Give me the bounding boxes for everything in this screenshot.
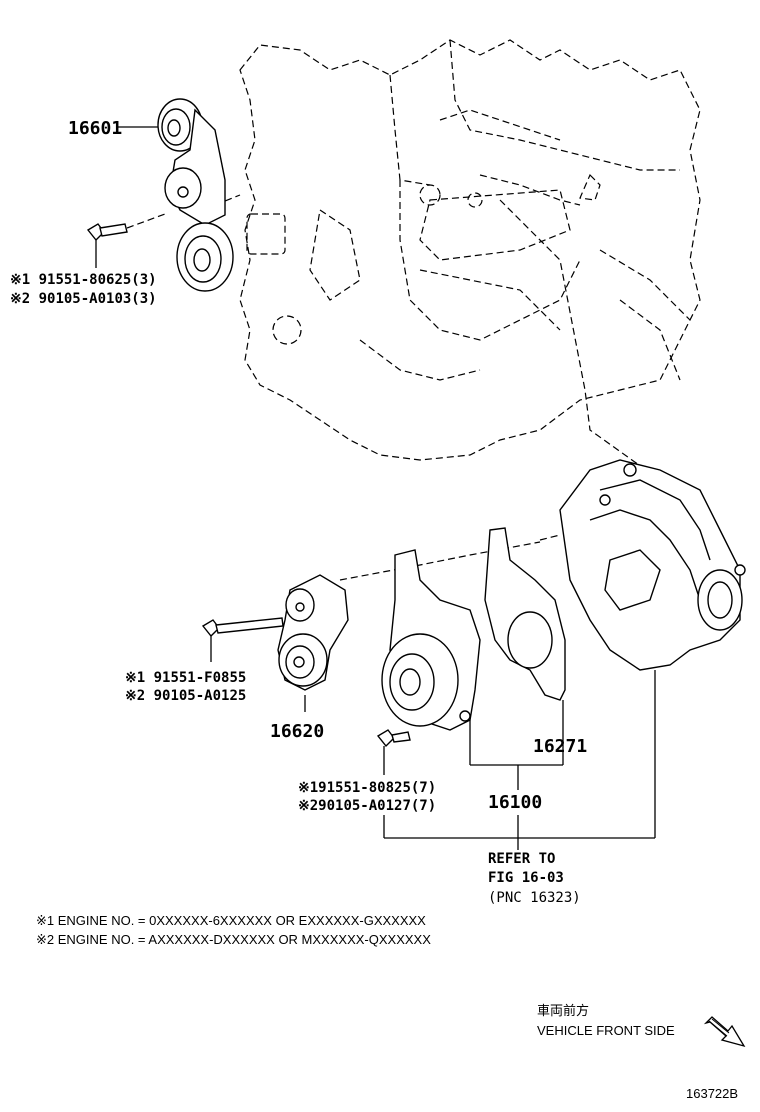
arrow-down-right-icon	[703, 1016, 746, 1048]
bolt-top-drawing	[86, 213, 166, 268]
direction-japanese: 車両前方	[537, 1003, 589, 1018]
bolt-top-line1: ※1 91551-80625(3)	[10, 272, 157, 288]
water-pump-16100	[381, 549, 481, 731]
figure-id: 163722B	[686, 1086, 738, 1101]
refer-line1: REFER TO	[488, 851, 555, 867]
gasket-16271	[484, 527, 566, 701]
refer-line2: FIG 16-03	[488, 870, 564, 886]
bolt-bottom-drawing	[376, 729, 411, 775]
water-inlet-housing	[559, 459, 746, 671]
refer-line3: (PNC 16323)	[488, 890, 581, 906]
belt-tensioner-16620	[277, 574, 349, 691]
idler-pulley-assembly-16601	[157, 98, 234, 292]
part-label-16271: 16271	[533, 736, 587, 757]
bolt-bottom-line1: ※191551-80825(7)	[298, 780, 436, 796]
engine-note-2: ※2 ENGINE NO. = AXXXXXX-DXXXXXX OR MXXXX…	[36, 932, 431, 947]
direction-english: VEHICLE FRONT SIDE	[537, 1023, 675, 1038]
part-label-16620: 16620	[270, 721, 324, 742]
part-label-16100: 16100	[488, 792, 542, 813]
part-label-16601: 16601	[68, 118, 122, 139]
bolt-middle-line1: ※1 91551-F0855	[125, 670, 246, 686]
bolt-middle-line2: ※2 90105-A0125	[125, 688, 246, 704]
bolt-middle-drawing	[201, 617, 284, 662]
engine-note-1: ※1 ENGINE NO. = 0XXXXXX-6XXXXXX OR EXXXX…	[36, 913, 426, 928]
bolt-top-line2: ※2 90105-A0103(3)	[10, 291, 157, 307]
bolt-bottom-line2: ※290105-A0127(7)	[298, 798, 436, 814]
